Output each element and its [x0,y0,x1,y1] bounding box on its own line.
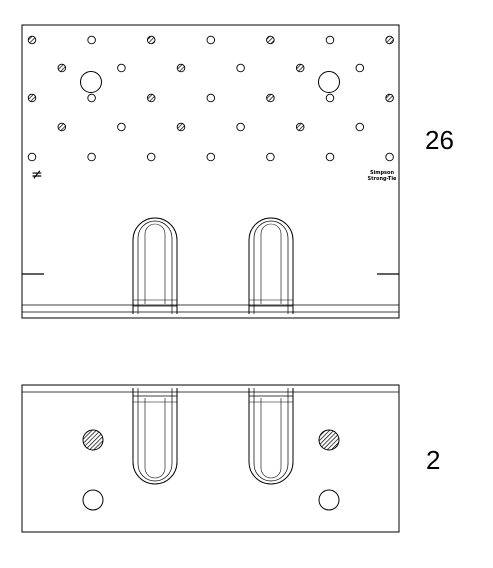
open-hole-icon [82,489,104,511]
hatched-hole-icon [57,63,67,73]
hatched-hole-icon [266,93,275,103]
hatched-hole-icon [27,93,37,103]
hatched-hole-icon [82,429,104,451]
large-hole-right [318,71,340,93]
hatched-hole-icon [176,122,186,132]
open-hole-icon [325,93,335,103]
brand-mark-line2: Strong-Tie [367,176,397,182]
prong-group-top [132,217,294,314]
not-equal-symbol: ≠ [31,167,43,183]
open-hole-icon [325,152,335,162]
open-hole-icon [355,63,365,73]
open-hole-icon [318,489,340,511]
open-hole-icon [206,35,216,45]
open-hole-icon [236,63,245,73]
prong [248,217,294,314]
open-hole-icon [117,63,126,73]
side-view [21,384,400,533]
nail-hole-grid [27,35,394,162]
hatched-hole-icon [295,63,305,73]
hatched-hole-icon [385,93,394,103]
open-hole-icon [206,152,216,162]
open-hole-icon [87,93,96,103]
top-view [21,24,400,319]
prong [132,388,178,485]
flange-outline [21,384,400,533]
hatched-hole-icon [146,93,156,103]
hatched-hole-icon [146,35,156,45]
open-hole-icon [266,152,275,162]
open-hole-icon [206,93,216,103]
large-hole-left [80,71,102,93]
hatched-hole-icon [318,429,340,451]
open-hole-icon [355,122,365,132]
open-hole-icon [146,152,156,162]
open-hole-icon [236,122,245,132]
prong [132,217,178,314]
hatched-hole-icon [295,122,305,132]
dimension-label-top: 26 [425,125,454,155]
brand-mark: Simpson Strong-Tie [362,170,402,182]
hatched-hole-icon [27,35,37,45]
prong [248,388,294,485]
open-hole-icon [325,35,335,45]
hatched-hole-icon [57,122,67,132]
open-hole-icon [87,35,96,45]
brand-mark-line1: Simpson [369,170,395,176]
open-hole-icon [27,152,37,162]
open-hole-icon [385,152,394,162]
hatched-hole-icon [385,35,394,45]
open-hole-icon [117,122,126,132]
dimension-label-side: 2 [426,445,441,475]
open-hole-icon [87,152,96,162]
hatched-hole-icon [266,35,275,45]
plate-outline [21,24,400,319]
hatched-hole-icon [176,63,186,73]
prong-group-side [132,388,294,485]
